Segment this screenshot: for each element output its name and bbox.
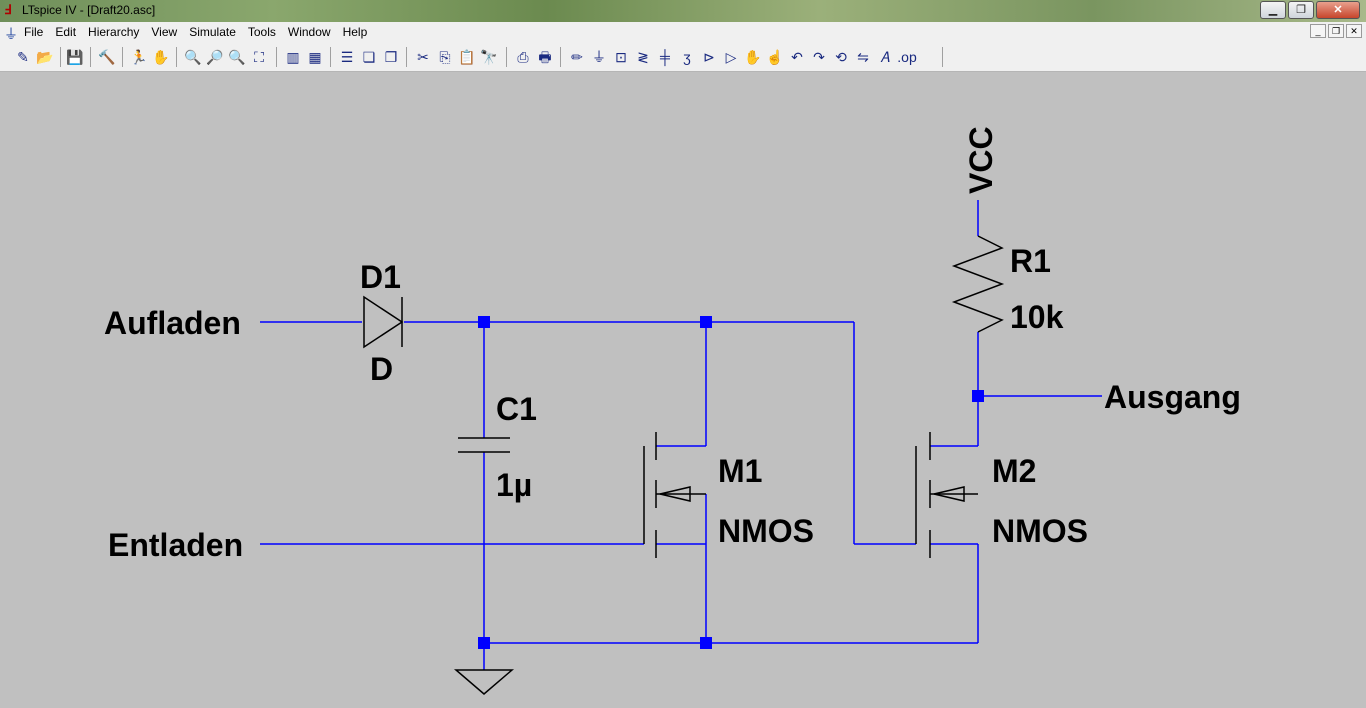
inductor-icon[interactable]: ʒ: [683, 49, 691, 65]
close-button[interactable]: ✕: [1316, 1, 1360, 19]
capacitor-icon[interactable]: ╪: [660, 49, 670, 65]
open-icon[interactable]: 📂: [36, 49, 54, 65]
spice-directive-icon[interactable]: .op: [897, 49, 917, 65]
cascade-icon[interactable]: ❏: [362, 49, 376, 65]
wires: [260, 200, 1102, 670]
resistor-symbol[interactable]: [951, 235, 1005, 333]
menu-tools[interactable]: Tools: [247, 25, 276, 39]
control-panel-icon[interactable]: 🔨: [98, 49, 116, 65]
net-label-entladen[interactable]: Entladen: [108, 527, 243, 563]
menu-bar: ⏚ File Edit Hierarchy View Simulate Tool…: [0, 22, 1366, 42]
net-label-ausgang[interactable]: Ausgang: [1104, 379, 1241, 415]
copy-icon[interactable]: ⎘: [439, 49, 451, 65]
zoom-in-icon[interactable]: 🔍: [184, 49, 202, 65]
schematic-canvas[interactable]: Aufladen Entladen Ausgang VCC D1 D C1 1µ…: [0, 72, 1366, 708]
zoom-fit-icon[interactable]: ⛶: [254, 49, 264, 65]
toolbar: ✎ 📂 💾 🔨 🏃 ✋ 🔍 🔎 🔍 ⛶ ▥ ▦ ☰ ❏ ❐ ✂ ⎘ 📋 🔭 ⎙: [0, 42, 1366, 72]
pan-icon[interactable]: 🔎: [206, 49, 224, 65]
redo-icon[interactable]: ↷: [813, 49, 825, 65]
component-icon[interactable]: ▷: [725, 49, 737, 65]
paste-icon[interactable]: 📋: [458, 49, 476, 65]
undo-icon[interactable]: ↶: [791, 49, 803, 65]
window-title: LTspice IV - [Draft20.asc]: [22, 3, 156, 17]
ground-icon[interactable]: ⏚: [592, 49, 606, 65]
capacitor-symbol[interactable]: [458, 437, 510, 453]
halt-icon[interactable]: ✋: [152, 49, 170, 65]
resistor-icon[interactable]: ≷: [637, 49, 649, 65]
doc-minimize-button[interactable]: _: [1310, 24, 1326, 38]
capacitor-name-label[interactable]: C1: [496, 391, 537, 427]
capacitor-value-label[interactable]: 1µ: [496, 467, 532, 503]
drag-icon[interactable]: ☝: [766, 49, 784, 65]
menu-view[interactable]: View: [151, 25, 178, 39]
title-bar: Ⅎ LTspice IV - [Draft20.asc] ▁ ❐ ✕: [0, 0, 1366, 22]
find-icon[interactable]: 🔭: [480, 49, 498, 65]
menu-hierarchy[interactable]: Hierarchy: [88, 25, 140, 39]
junction-dots: [478, 316, 984, 649]
menu-edit[interactable]: Edit: [55, 25, 77, 39]
diode-name-label[interactable]: D1: [360, 259, 401, 295]
print-setup-icon[interactable]: ⎙: [517, 49, 529, 65]
menu-window[interactable]: Window: [287, 25, 331, 39]
maximize-button[interactable]: ❐: [1288, 1, 1314, 19]
mosfet-m1-symbol[interactable]: [643, 432, 706, 558]
document-icon[interactable]: ⏚: [4, 26, 18, 42]
menu-file[interactable]: File: [24, 25, 44, 39]
rotate-icon[interactable]: ⟲: [835, 49, 847, 65]
doc-restore-button[interactable]: ❐: [1328, 24, 1344, 38]
menu-simulate[interactable]: Simulate: [189, 25, 236, 39]
text-icon[interactable]: 𝐴: [880, 49, 890, 65]
run-icon[interactable]: 🏃: [130, 49, 148, 65]
menu-help[interactable]: Help: [342, 25, 368, 39]
zoom-out-icon[interactable]: 🔍: [228, 49, 246, 65]
diode-value-label[interactable]: D: [370, 351, 393, 387]
resistor-value-label[interactable]: 10k: [1010, 299, 1064, 335]
autorange-icon[interactable]: ▦: [308, 49, 322, 65]
cut-icon[interactable]: ✂: [417, 49, 429, 65]
tile-horizontal-icon[interactable]: ☰: [340, 49, 354, 65]
save-icon[interactable]: 💾: [66, 49, 84, 65]
wire-icon[interactable]: ✏: [571, 49, 583, 65]
label-net-icon[interactable]: ⊡: [615, 49, 627, 65]
minimize-button[interactable]: ▁: [1260, 1, 1286, 19]
move-icon[interactable]: ✋: [744, 49, 762, 65]
net-label-vcc[interactable]: VCC: [963, 126, 999, 194]
diode-symbol[interactable]: [363, 295, 404, 349]
m1-name-label[interactable]: M1: [718, 453, 762, 489]
net-label-aufladen[interactable]: Aufladen: [104, 305, 241, 341]
new-schematic-icon[interactable]: ✎: [17, 49, 29, 65]
m1-value-label[interactable]: NMOS: [718, 513, 814, 549]
ltspice-app-icon[interactable]: Ⅎ: [4, 2, 12, 17]
mosfet-m2-symbol[interactable]: [915, 432, 978, 558]
doc-close-button[interactable]: ✕: [1346, 24, 1362, 38]
m2-name-label[interactable]: M2: [992, 453, 1036, 489]
schematic-svg[interactable]: Aufladen Entladen Ausgang VCC D1 D C1 1µ…: [0, 72, 1366, 708]
m2-value-label[interactable]: NMOS: [992, 513, 1088, 549]
print-icon[interactable]: 🖶: [538, 49, 552, 65]
ground-symbol[interactable]: [453, 669, 515, 695]
diode-icon[interactable]: ⊳: [703, 49, 715, 65]
tile-vertical-icon[interactable]: ❐: [384, 49, 398, 65]
mirror-icon[interactable]: ⇋: [857, 49, 869, 65]
waveform-icon[interactable]: ▥: [286, 49, 300, 65]
resistor-name-label[interactable]: R1: [1010, 243, 1051, 279]
